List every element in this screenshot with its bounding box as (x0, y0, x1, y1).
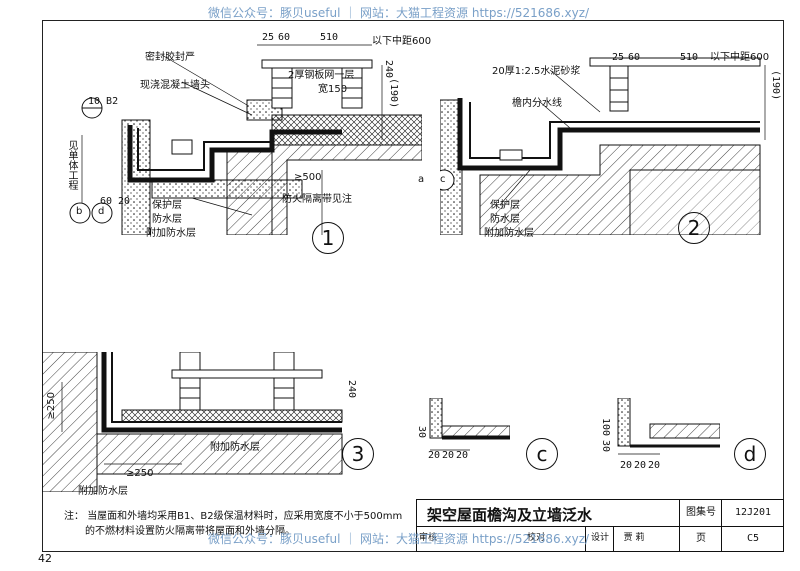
label-fire-note: 防火隔离带见注 (282, 194, 352, 205)
dim-v-1: 240 (383, 60, 394, 79)
label-mortar: 20厚1:2.5水泥砂浆 (492, 66, 581, 77)
dim-top-1c: 510 (320, 32, 339, 43)
detail-1-drawing (69, 44, 422, 235)
label-waterproof-2: 防水层 (490, 214, 520, 225)
label-protect-2: 保护层 (490, 200, 520, 211)
watermark-bottom: 微信公众号：豚贝useful ｜ 网站：大猫工程资源 https://52168… (208, 532, 590, 546)
sheet-page-number: C5 (721, 526, 784, 551)
dim-v-3: 240 (346, 380, 357, 399)
detail-c-number: c (526, 438, 558, 470)
dim-d-3: 20 (648, 460, 661, 471)
detail-1-number: 1 (312, 222, 344, 254)
dim-bottom-1a: 60 (100, 196, 113, 207)
designer-name: 贾 莉 (613, 526, 654, 551)
label-protect-1: 保护层 (152, 200, 182, 211)
note-label: 注： (64, 511, 84, 522)
ref-c: c (440, 174, 446, 185)
dim-c-1: 20 (428, 450, 441, 461)
detail-3-number: 3 (342, 438, 374, 470)
page-number: 42 (38, 552, 52, 565)
dim-top-1a: 25 (262, 32, 275, 43)
title-block: 架空屋面檐沟及立墙泛水 图集号 12J201 审核 校对 设计 贾 莉 页 C5 (416, 499, 784, 552)
label-extra-waterproof-3b: 附加防水层 (78, 486, 128, 497)
label-width: 宽150 (318, 84, 348, 95)
ref-d: d (98, 206, 105, 217)
dim-right-1: 以下中距600 (372, 36, 432, 47)
dim-top-2a: 25 (612, 52, 625, 63)
label-gutter: 檐内分水线 (512, 98, 562, 109)
design-label: 设计 (585, 526, 614, 551)
dim-c-v: 30 (416, 426, 427, 439)
dim-d-v1: 100 (600, 418, 611, 437)
label-steel-mesh: 2厚钢板网一层 (288, 70, 355, 81)
dim-d-2: 20 (634, 460, 647, 471)
detail-2-number: 2 (678, 212, 710, 244)
label-waterproof-1: 防水层 (152, 214, 182, 225)
watermark-top: 微信公众号：豚贝useful ｜ 网站：大猫工程资源 https://52168… (208, 6, 590, 20)
detail-d-drawing (617, 398, 720, 455)
dim-top-1b: 60 (278, 32, 291, 43)
label-curb: 现浇混凝土墙头 (140, 80, 210, 91)
label-extra-waterproof-1: 附加防水层 (146, 228, 196, 239)
note-block: 注： 当屋面和外墙均采用B1、B2级保温材料时，应采用宽度不小于500mm (64, 507, 402, 522)
review-label: 审核 (419, 533, 438, 543)
detail-3-drawing (42, 352, 343, 492)
note-line-2: 的不燃材料设置防火隔离带将屋面和外墙分隔。 (85, 526, 295, 537)
dim-d-v2: 30 (600, 440, 611, 453)
dim-d-1: 20 (620, 460, 633, 471)
atlas-number: 12J201 (721, 500, 784, 526)
dim-left-3: ≥250 (46, 392, 57, 420)
label-wall-ref: 见单体工程 (66, 140, 77, 190)
section-ref-1: 10 B2 (88, 96, 119, 107)
label-extra-waterproof-2: 附加防水层 (484, 228, 534, 239)
dim-top-2c: 510 (680, 52, 699, 63)
ref-a: a (418, 174, 425, 185)
detail-c-drawing (429, 398, 510, 451)
dim-v-1b: (190) (388, 78, 399, 109)
dim-top-2b: 60 (628, 52, 641, 63)
dim-c-2: 20 (442, 450, 455, 461)
drawing-sheet (42, 20, 784, 552)
title-row-1 (417, 500, 783, 527)
page-label: 页 (679, 526, 722, 551)
drawing-title: 架空屋面檐沟及立墙泛水 (427, 506, 593, 524)
dim-v-2: (190) (770, 70, 781, 101)
note-line-1: 当屋面和外墙均采用B1、B2级保温材料时，应采用宽度不小于500mm (87, 511, 403, 522)
check-label: 校对 (527, 533, 546, 543)
label-fire-gap: ≥500 (294, 172, 322, 183)
dim-right-2: 以下中距600 (710, 52, 770, 63)
label-sealant: 密封胶封严 (145, 52, 195, 63)
atlas-label: 图集号 (679, 500, 722, 526)
detail-d-number: d (734, 438, 766, 470)
ref-b: b (76, 206, 83, 217)
dim-bottom-1b: 20 (118, 196, 131, 207)
dim-c-3: 20 (456, 450, 469, 461)
dim-bottom-3: ≥250 (126, 468, 154, 479)
label-extra-waterproof-3: 附加防水层 (210, 442, 260, 453)
